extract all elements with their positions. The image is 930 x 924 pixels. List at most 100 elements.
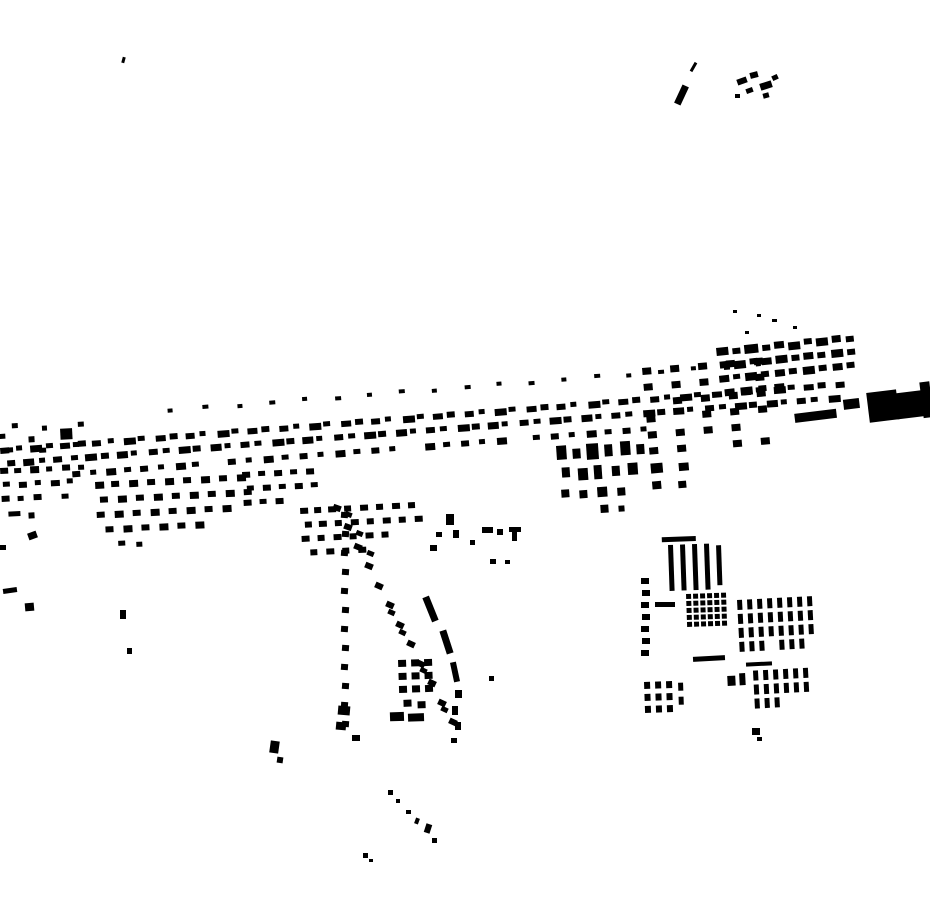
building-footprint (388, 790, 393, 795)
building-footprint (424, 442, 436, 451)
building-footprint (169, 433, 178, 440)
building-footprint (802, 365, 816, 376)
building-footprint (746, 599, 753, 610)
building-footprint (279, 425, 289, 433)
building-footprint (425, 426, 436, 434)
building-footprint (846, 361, 855, 369)
building-footprint (18, 481, 28, 489)
building-footprint (505, 560, 510, 564)
building-footprint (349, 533, 357, 540)
building-footprint (663, 394, 671, 400)
building-footprint (762, 669, 769, 681)
building-footprint (105, 526, 114, 533)
building-footprint (700, 614, 706, 620)
building-footprint (411, 685, 421, 693)
building-footprint (766, 598, 773, 609)
building-footprint (22, 458, 35, 467)
building-footprint (561, 467, 571, 478)
building-footprint (729, 407, 740, 416)
building-footprint (636, 443, 645, 455)
building-footprint (317, 451, 324, 458)
building-footprint (150, 508, 160, 517)
building-footprint (327, 506, 337, 513)
building-footprint (768, 626, 774, 637)
building-footprint (752, 728, 760, 735)
building-footprint (342, 547, 350, 554)
building-footprint (186, 506, 196, 515)
building-footprint (763, 683, 770, 695)
building-footprint (830, 348, 844, 358)
building-footprint (690, 366, 697, 371)
building-footprint (777, 611, 784, 622)
building-footprint (787, 611, 794, 622)
building-footprint (674, 84, 689, 106)
building-footprint (7, 459, 16, 467)
building-footprint (793, 682, 800, 693)
building-footprint (508, 406, 516, 412)
building-footprint (155, 434, 166, 442)
building-footprint (646, 415, 656, 423)
building-footprint (686, 614, 692, 620)
building-footprint (91, 440, 102, 447)
building-footprint (309, 422, 322, 431)
building-footprint (218, 475, 228, 482)
building-footprint (243, 499, 252, 506)
building-footprint (519, 419, 529, 427)
building-footprint (588, 400, 601, 409)
building-footprint (335, 721, 347, 731)
building-footprint (99, 496, 109, 503)
building-footprint (352, 735, 360, 741)
building-footprint (146, 478, 156, 486)
building-footprint (748, 627, 754, 638)
building-footprint (835, 381, 845, 389)
building-footprint (424, 684, 434, 693)
building-footprint (600, 504, 609, 514)
building-footprint (141, 524, 150, 531)
building-footprint (550, 433, 560, 440)
building-footprint (807, 610, 814, 621)
building-footprint (648, 446, 659, 455)
building-footprint (532, 434, 541, 441)
building-footprint (699, 378, 709, 387)
building-footprint (697, 362, 708, 371)
building-footprint (398, 516, 406, 523)
building-footprint (2, 587, 18, 594)
building-footprint (733, 310, 737, 313)
building-footprint (798, 624, 804, 635)
building-footprint (556, 445, 567, 460)
building-footprint (732, 373, 741, 380)
building-footprint (692, 593, 699, 599)
building-footprint (333, 533, 342, 541)
building-footprint (496, 381, 502, 386)
building-footprint (686, 621, 693, 627)
building-footprint (33, 493, 42, 501)
building-footprint (455, 690, 462, 698)
building-footprint (340, 625, 349, 633)
building-footprint (385, 600, 395, 610)
building-footprint (779, 639, 785, 650)
building-footprint (354, 418, 364, 426)
building-footprint (586, 430, 597, 438)
building-footprint (773, 683, 780, 694)
building-footprint (269, 740, 280, 754)
building-footprint (618, 398, 629, 406)
building-footprint (275, 497, 284, 505)
building-footprint (335, 449, 346, 458)
building-footprint (802, 351, 814, 360)
building-footprint (304, 521, 313, 528)
building-footprint (66, 478, 73, 484)
building-footprint (757, 737, 762, 741)
building-footprint (810, 396, 818, 403)
building-footprint (333, 434, 344, 441)
building-footprint (512, 532, 517, 541)
building-footprint (350, 518, 359, 526)
building-footprint (817, 382, 826, 389)
building-footprint (341, 682, 350, 690)
building-footprint (269, 400, 276, 405)
building-footprint (818, 364, 827, 372)
building-footprint (96, 511, 105, 518)
building-footprint (776, 597, 783, 608)
building-footprint (363, 431, 377, 440)
building-footprint (641, 626, 649, 632)
building-footprint (556, 403, 566, 411)
